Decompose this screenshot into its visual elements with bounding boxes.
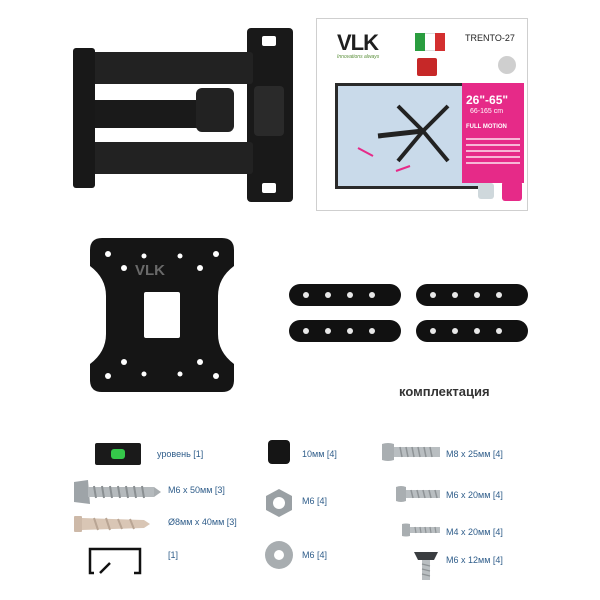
screw-m8x25-image: [382, 443, 440, 461]
model-name: TRENTO-27: [465, 33, 515, 43]
part-label-washer: M6 [4]: [302, 550, 328, 560]
pink-badge-icon: [502, 181, 522, 201]
lower-arm: [75, 142, 253, 174]
front-hinge: [73, 48, 95, 188]
box-motion-label: FULL MOTION: [466, 124, 507, 130]
medal-icon: [498, 56, 516, 74]
part-label-nut: M6 [4]: [302, 496, 328, 506]
upper-arm: [75, 52, 253, 84]
tilt-knob: [196, 88, 234, 132]
box-size-range: 26"-65": [466, 93, 509, 107]
level-tool-image: [95, 443, 141, 465]
box-tv-illustration: [335, 83, 486, 189]
plate-logo: VLK: [135, 262, 165, 279]
wall-plate-slot: [262, 183, 276, 193]
screw-m4x20-image: [402, 523, 440, 537]
spacer-bar: [289, 284, 401, 306]
cube-icon: [478, 183, 494, 199]
box-size-band: [462, 83, 524, 183]
part-label-screw-m6x12: M6 x 12мм [4]: [446, 555, 503, 565]
part-label-anchor: Ø8мм x 40мм [3]: [168, 517, 237, 527]
box-size-cm: 66-165 cm: [470, 108, 504, 115]
part-label-screw-m4x20: M4 x 20мм [4]: [446, 527, 503, 537]
spacer-bar: [416, 320, 528, 342]
cable-clip-image: [88, 547, 142, 575]
lag-bolt-image: [74, 480, 161, 504]
part-label-spacer: 10мм [4]: [302, 449, 337, 459]
award-badge: [417, 58, 437, 76]
screw-m6x20-image: [396, 486, 440, 502]
spacer-bar: [289, 320, 401, 342]
washer-image: [265, 541, 293, 569]
part-label-screw-m6x20: M6 x 20мм [4]: [446, 490, 503, 500]
spacer-bar: [416, 284, 528, 306]
nut-image: [266, 489, 292, 517]
pivot-block: [254, 86, 284, 136]
spacer-10mm-image: [268, 440, 290, 464]
box-bracket-drawing: [357, 104, 450, 172]
screw-m6x12-image: [414, 552, 438, 580]
box-spec-lines: [466, 134, 520, 174]
brand-tagline: Innovations always: [337, 54, 380, 60]
part-label-lag-bolt: M6 x 50мм [3]: [168, 485, 225, 495]
brand-logo: VLK: [337, 30, 379, 55]
wall-plate-slot: [262, 36, 276, 46]
wall-anchor-image: [74, 516, 150, 532]
part-label-screw-m8x25: M8 x 25мм [4]: [446, 449, 503, 459]
tv-mounting-plate: [90, 238, 234, 392]
part-label-clip: [1]: [168, 550, 179, 560]
part-label-level: уровень [1]: [157, 449, 204, 459]
section-title: комплектация: [399, 384, 490, 399]
italy-flag: [415, 33, 445, 51]
